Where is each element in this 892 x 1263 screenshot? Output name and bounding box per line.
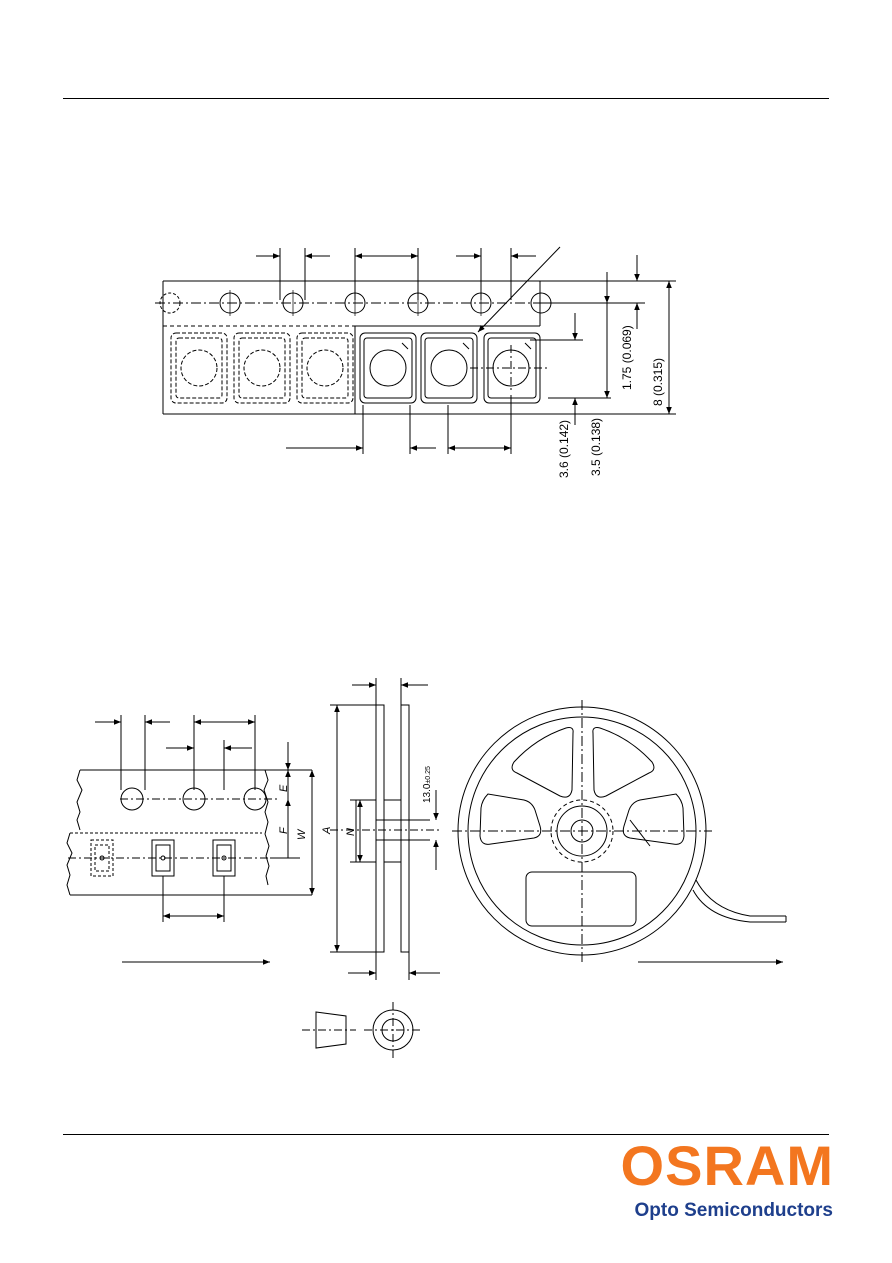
tape-detail-drawing bbox=[66, 715, 315, 965]
osram-logo: OSRAM bbox=[620, 1134, 834, 1197]
dim-pocket-length: 3.6 (0.142) bbox=[557, 420, 571, 478]
filled-pockets bbox=[359, 332, 548, 404]
footer-rule bbox=[63, 1134, 829, 1135]
dim-hole-offset: 1.75 (0.069) bbox=[620, 325, 634, 390]
sprocket-holes bbox=[155, 290, 560, 316]
dim-pocket-width: 3.5 (0.138) bbox=[589, 418, 603, 476]
right-vertical-dims bbox=[530, 255, 676, 425]
label-e: E bbox=[278, 784, 290, 792]
hub-detail bbox=[302, 1002, 423, 1058]
bottom-pitch-dims bbox=[286, 395, 512, 454]
header-rule bbox=[63, 98, 829, 99]
label-n: N bbox=[345, 828, 357, 836]
label-f: F bbox=[278, 826, 290, 834]
top-pitch-dims bbox=[256, 248, 536, 300]
empty-pockets bbox=[170, 332, 354, 404]
reel-front-view bbox=[452, 700, 787, 965]
division-name: Opto Semiconductors bbox=[634, 1200, 833, 1221]
reel-side-view bbox=[330, 678, 440, 980]
label-w: W bbox=[296, 828, 308, 840]
carrier-tape-drawing bbox=[155, 246, 676, 454]
dim-tape-width: 8 (0.315) bbox=[651, 358, 665, 406]
label-a: A bbox=[321, 827, 333, 835]
hub-diameter: 13.0±0.25 bbox=[422, 766, 433, 803]
